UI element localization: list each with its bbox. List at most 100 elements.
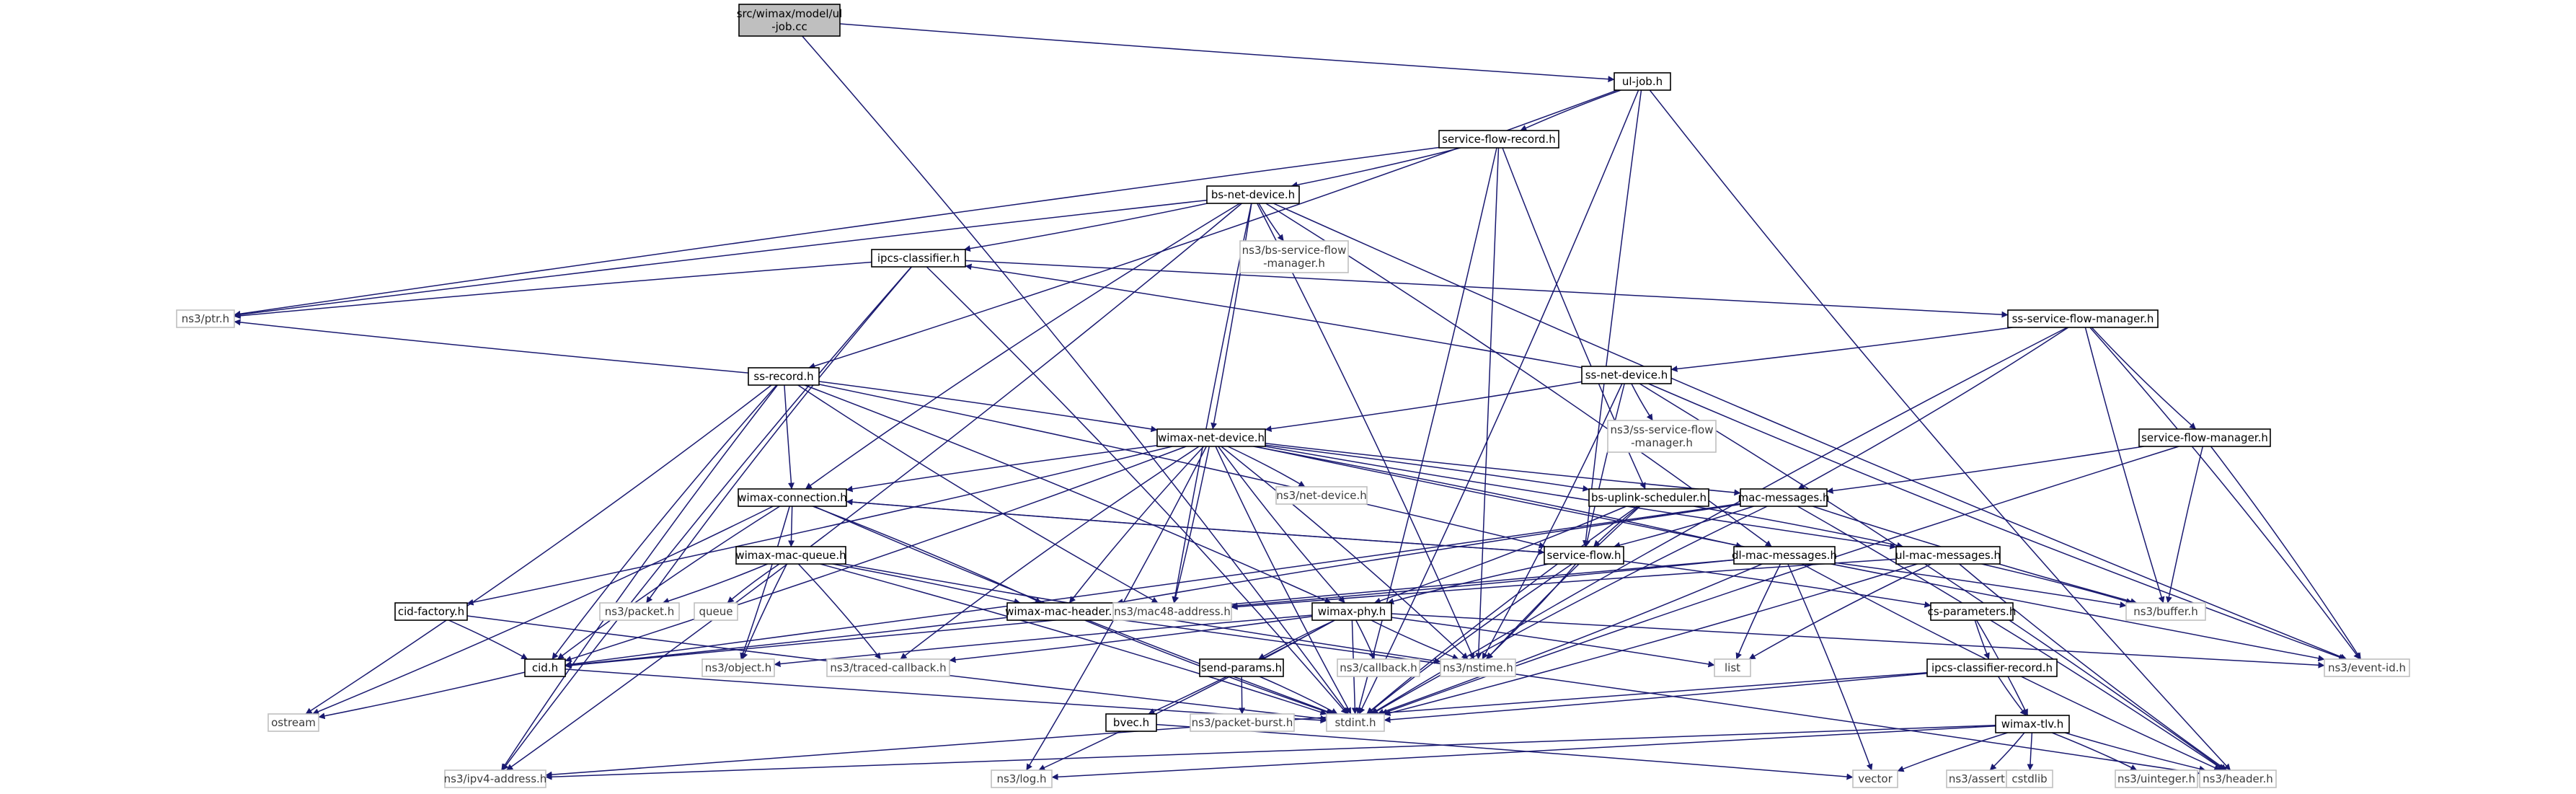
node-macmsg-h[interactable]: mac-messages.h	[1738, 488, 1830, 507]
node-bvec-h[interactable]: bvec.h	[1105, 713, 1157, 732]
node-wphy-h[interactable]: wimax-phy.h	[1311, 602, 1392, 621]
node-label: ns3/buffer.h	[2133, 605, 2198, 618]
node-label: ns3/object.h	[705, 661, 771, 674]
dependency-edge	[2064, 732, 2206, 772]
node-box	[1607, 420, 1717, 453]
dependency-edge	[234, 261, 872, 319]
edge-wconn_h-to-ostream	[312, 506, 774, 715]
edge-wmq_h-to-object_h	[741, 563, 788, 660]
edge-wnd_h-to-mac48_h	[1172, 446, 1210, 604]
node-label: ns3/uinteger.h	[2117, 772, 2195, 785]
edge-wphy_h-to-log_h	[1038, 619, 1335, 771]
dependency-edge	[565, 669, 1327, 724]
node-packet-h[interactable]: ns3/packet.h	[599, 602, 680, 621]
dependency-edge	[1265, 446, 1897, 550]
dependency-edge	[1258, 619, 1335, 660]
dependency-edge	[1291, 147, 1461, 188]
node-ssrec-h[interactable]: ss-record.h	[748, 367, 820, 386]
edge-ipcs_h-to-ptr_h	[234, 261, 872, 319]
node-label: -job.cc	[771, 20, 807, 33]
node-object-h[interactable]: ns3/object.h	[701, 658, 775, 677]
node-ostream[interactable]: ostream	[267, 713, 319, 732]
node-ss-sfm[interactable]: ns3/ss-service-flow-manager.h	[1607, 420, 1717, 453]
dependency-edge	[1797, 327, 2069, 490]
node-ipv4-h[interactable]: ns3/ipv4-address.h	[444, 769, 547, 788]
edge-ulmm_h-to-stdint_h	[1384, 563, 1918, 716]
edge-wtlv_h-to-assert_h	[1989, 732, 2025, 771]
node-sfm-h[interactable]: service-flow-manager.h	[2138, 428, 2271, 447]
node-cidf-h[interactable]: cid-factory.h	[394, 602, 468, 621]
node-label: ns3/ipv4-address.h	[444, 772, 547, 785]
edge-wphy_h-to-callback_h	[1355, 619, 1376, 660]
node-header-h[interactable]: ns3/header.h	[2199, 769, 2277, 788]
edge-bsnd_h-to-ptr_h	[234, 199, 1208, 318]
node-tcb-h[interactable]: ns3/traced-callback.h	[826, 658, 950, 677]
node-ptr-h[interactable]: ns3/ptr.h	[176, 309, 235, 328]
node-box	[1275, 486, 1368, 505]
node-box	[1614, 72, 1671, 91]
edge-sssfm_h-to-buffer_h	[2084, 327, 2165, 604]
dependency-edge	[1989, 732, 2025, 771]
node-label: -manager.h	[1263, 257, 1325, 270]
edge-wnd_h-to-cidf_h	[466, 446, 1173, 606]
node-netdev-h[interactable]: ns3/net-device.h	[1275, 486, 1368, 505]
node-vector[interactable]: vector	[1852, 769, 1898, 788]
dependency-edge	[2027, 732, 2034, 771]
node-label: cs-parameters.h	[1928, 605, 2017, 618]
edge-wmq_h-to-queue	[727, 563, 780, 604]
dependency-edge	[312, 506, 774, 715]
node-box	[1995, 715, 2070, 733]
node-wmq-h[interactable]: wimax-mac-queue.h	[735, 546, 846, 565]
node-label: wimax-mac-header.h	[1005, 605, 1119, 618]
node-callback-h[interactable]: ns3/callback.h	[1337, 658, 1420, 677]
node-box	[2007, 309, 2159, 328]
dependency-edge	[1265, 444, 1590, 492]
node-sendp-h[interactable]: send-params.h	[1199, 658, 1284, 677]
node-label: send-params.h	[1201, 661, 1282, 674]
node-bsnd-h[interactable]: bs-net-device.h	[1206, 185, 1300, 204]
node-uinteger-h[interactable]: ns3/uinteger.h	[2115, 769, 2198, 788]
node-label: bs-net-device.h	[1211, 188, 1295, 201]
dependency-edge	[502, 266, 912, 771]
dependency-edge	[965, 260, 2009, 318]
dependency-edge	[1231, 558, 1897, 610]
node-wtlv-h[interactable]: wimax-tlv.h	[1995, 715, 2070, 733]
node-sfr-h[interactable]: service-flow-record.h	[1438, 130, 1559, 149]
node-ulmm-h[interactable]: ul-mac-messages.h	[1895, 546, 2001, 565]
node-ssnd-h[interactable]: ss-net-device.h	[1581, 366, 1672, 384]
node-wnd-h[interactable]: wimax-net-device.h	[1156, 428, 1266, 447]
node-list[interactable]: list	[1714, 658, 1751, 677]
node-log-h[interactable]: ns3/log.h	[991, 769, 1053, 788]
edge-wmq_h-to-stdint_h	[820, 563, 1327, 715]
node-icr-h[interactable]: ipcs-classifier-record.h	[1926, 658, 2058, 677]
node-sssfm-h[interactable]: ss-service-flow-manager.h	[2007, 309, 2159, 328]
node-ipcs-h[interactable]: ipcs-classifier.h	[871, 249, 966, 268]
node-label: service-flow-manager.h	[2141, 431, 2268, 444]
node-bs-sfm[interactable]: ns3/bs-service-flow-manager.h	[1239, 240, 1349, 273]
node-wconn-h[interactable]: wimax-connection.h	[738, 488, 847, 507]
node-pb-h[interactable]: ns3/packet-burst.h	[1190, 713, 1295, 732]
dependency-edge	[1639, 383, 2226, 771]
edge-ssrec_h-to-wconn_h	[784, 384, 795, 490]
node-wmh-h[interactable]: wimax-mac-header.h	[1005, 602, 1119, 621]
dependency-edge	[1384, 563, 1918, 716]
node-cid-h[interactable]: cid.h	[524, 658, 566, 677]
node-stdint-h[interactable]: stdint.h	[1326, 713, 1385, 732]
node-dlmm-h[interactable]: dl-mac-messages.h	[1732, 546, 1837, 565]
node-eventid-h[interactable]: ns3/event-id.h	[2324, 658, 2410, 677]
dependency-edge	[818, 384, 1546, 549]
dependency-edge	[846, 444, 1158, 493]
edge-sfr_h-to-bsnd_h	[1291, 147, 1461, 188]
node-ul-job-h[interactable]: ul-job.h	[1614, 72, 1671, 91]
node-csp-h[interactable]: cs-parameters.h	[1928, 602, 2017, 621]
node-queue[interactable]: queue	[694, 602, 738, 621]
node-sf-h[interactable]: service-flow.h	[1544, 546, 1624, 565]
node-box	[735, 546, 846, 565]
dependency-edge	[1623, 560, 1931, 608]
dependency-edge	[846, 498, 1545, 553]
node-nstime-h[interactable]: ns3/nstime.h	[1440, 658, 1516, 677]
node-cstdlib[interactable]: cstdlib	[2006, 769, 2053, 788]
node-mac48-h[interactable]: ns3/mac48-address.h	[1112, 602, 1232, 621]
node-bsus-h[interactable]: bs-uplink-scheduler.h	[1588, 488, 1709, 507]
node-buffer-h[interactable]: ns3/buffer.h	[2125, 602, 2206, 621]
